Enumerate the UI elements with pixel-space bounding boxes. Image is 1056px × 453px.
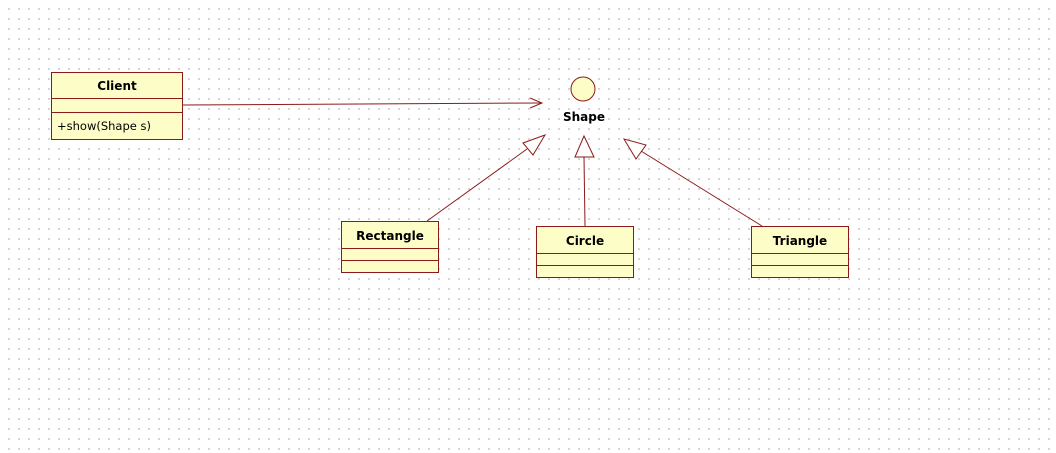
interface-shape-name: Shape — [563, 110, 605, 124]
interface-shape[interactable]: Shape — [563, 76, 605, 124]
class-circle[interactable]: Circle — [536, 226, 634, 278]
class-circle-box — [536, 226, 634, 278]
triangle-realization-line[interactable] — [640, 150, 763, 227]
class-triangle-name: Triangle — [773, 234, 827, 248]
interface-circle-icon — [570, 76, 596, 102]
client-shape-association-line[interactable] — [182, 102, 542, 106]
circle-realization-arrowhead-icon — [574, 134, 595, 158]
class-triangle-box — [751, 226, 849, 278]
triangle-realization-arrowhead-icon — [622, 138, 647, 160]
circle-realization-line[interactable] — [583, 156, 586, 227]
association-arrowhead-icon — [529, 97, 544, 109]
class-circle-name: Circle — [566, 234, 604, 248]
rectangle-realization-line[interactable] — [426, 148, 528, 222]
class-triangle[interactable]: Triangle — [751, 226, 849, 278]
connectors — [182, 97, 763, 227]
class-client-operation: +show(Shape s) — [57, 119, 151, 133]
class-client-box — [51, 72, 183, 140]
rectangle-realization-arrowhead-icon — [522, 134, 547, 156]
class-rectangle-name: Rectangle — [356, 229, 424, 243]
class-rectangle-box — [341, 221, 439, 273]
class-client[interactable]: Client +show(Shape s) — [51, 72, 183, 140]
class-rectangle[interactable]: Rectangle — [341, 221, 439, 273]
class-client-name: Client — [97, 79, 137, 93]
